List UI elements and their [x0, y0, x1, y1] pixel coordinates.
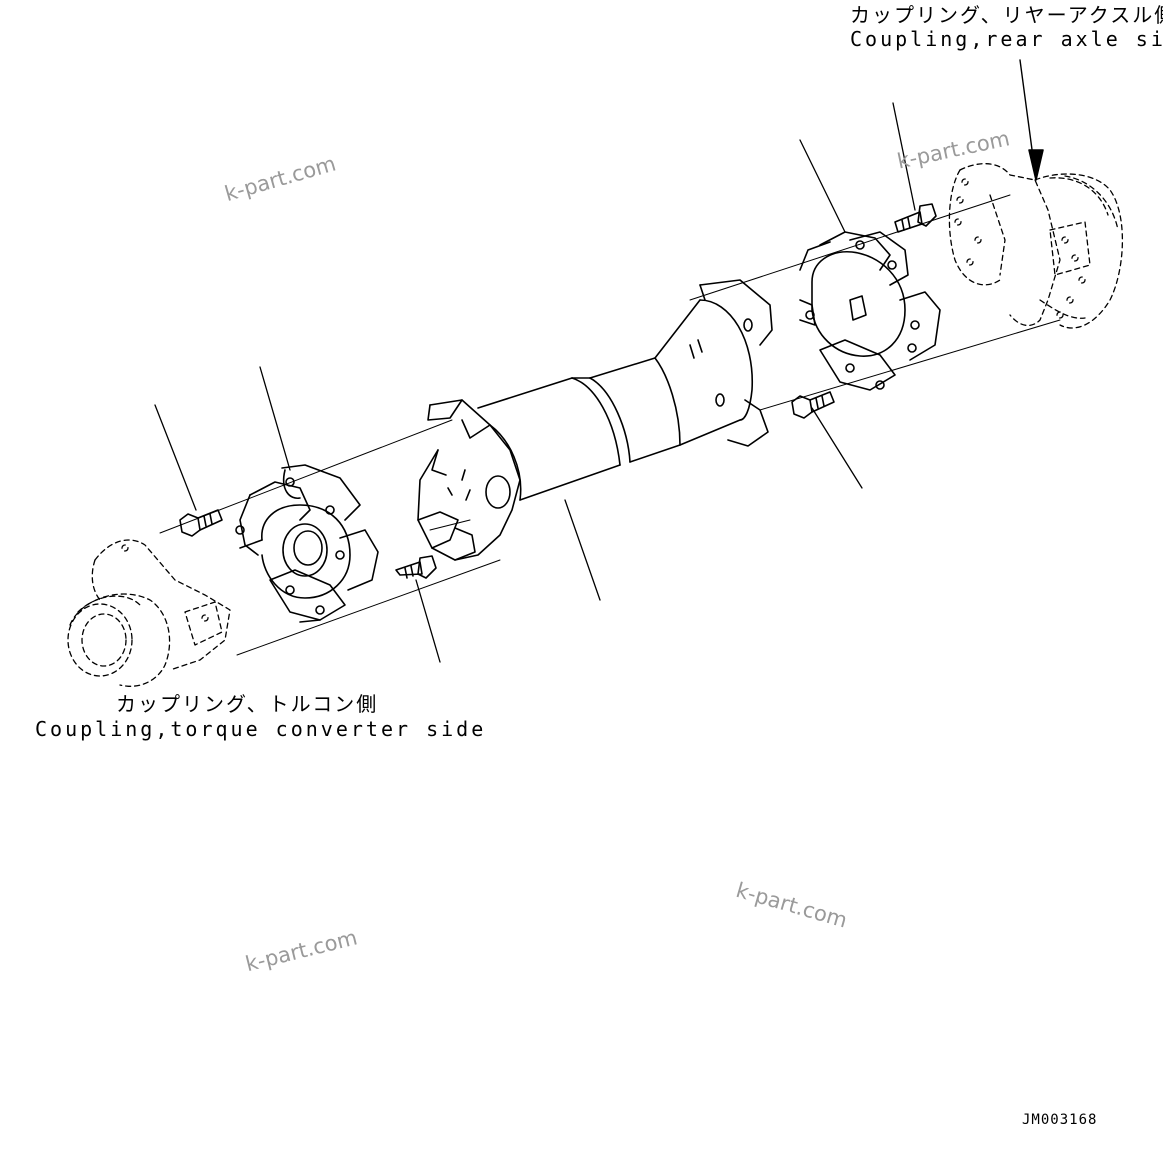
leader-lines: [154, 102, 916, 663]
torque-converter-coupling-label-en: Coupling,torque converter side: [35, 717, 487, 741]
middle-bolt: [395, 555, 437, 579]
drawing-code: JM003168: [1022, 1112, 1098, 1128]
right-lower-bolt: [791, 391, 835, 419]
rear-axle-coupling-label-jp: カップリング、リヤーアクスル側: [850, 3, 1163, 27]
right-coupling: [799, 231, 941, 391]
propeller-shaft: [477, 279, 773, 501]
torque-converter-housing: [67, 539, 231, 687]
connection-lines: [159, 194, 1061, 656]
rear-axle-housing: [948, 163, 1124, 329]
rear-axle-coupling-label-en: Coupling,rear axle side: [850, 27, 1163, 51]
front-flange-yoke: [417, 399, 522, 561]
rear-axle-arrow: [1019, 59, 1044, 181]
left-bolt: [179, 509, 223, 537]
right-top-bolt: [894, 203, 937, 233]
torque-converter-coupling-label-jp: カップリング、トルコン側: [116, 692, 379, 716]
left-coupling: [235, 464, 379, 623]
